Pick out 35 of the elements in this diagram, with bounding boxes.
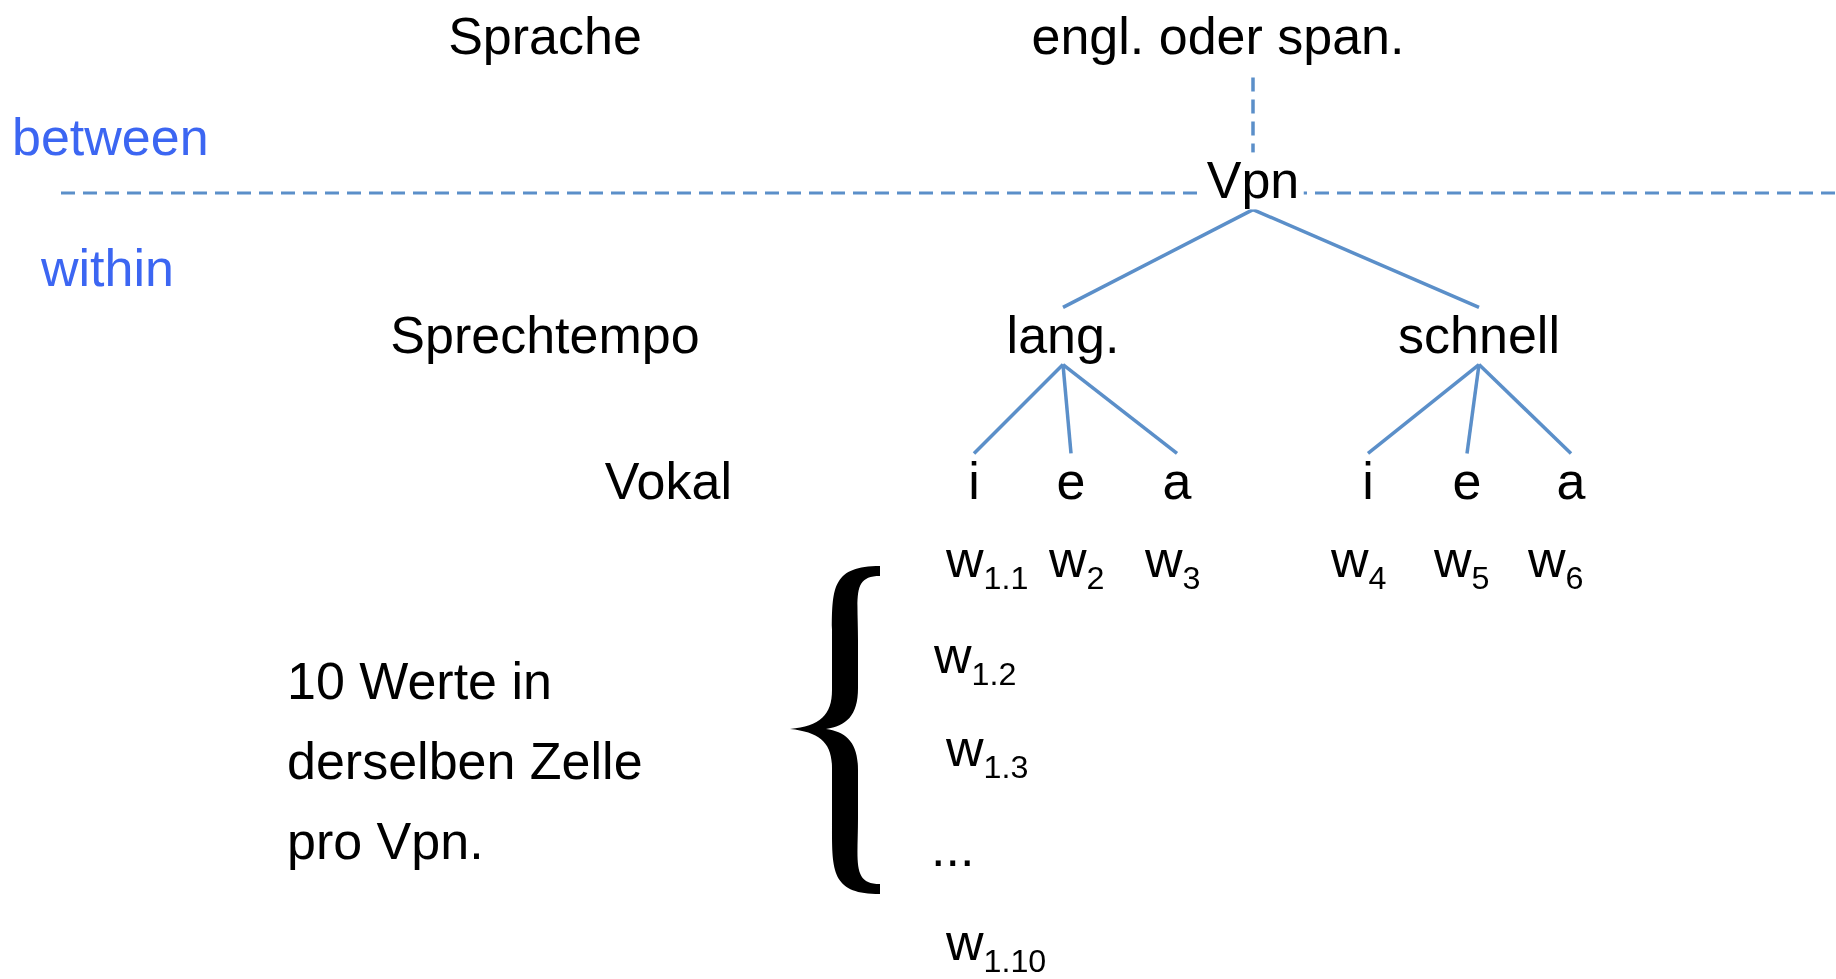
value-label: w$_{1.1}$	[946, 531, 1029, 589]
node-label: e	[1452, 453, 1482, 511]
value-label: w$_{1.10}$	[946, 914, 1047, 972]
node-label: a	[1556, 453, 1586, 511]
connector-line	[972, 363, 1065, 455]
node-label: schnell	[1398, 307, 1560, 365]
value-label: w$_{1.3}$	[946, 720, 1029, 778]
node-label: Vpn	[1202, 152, 1304, 210]
node-label: a	[1162, 453, 1192, 511]
curly-brace	[790, 566, 880, 894]
node-label: engl. oder span.	[1031, 8, 1405, 66]
connector-line	[1477, 363, 1573, 455]
note-text: 10 Werte in derselben Zelle pro Vpn.	[287, 651, 644, 872]
node-label: e	[1056, 453, 1086, 511]
node-label: i	[1362, 453, 1374, 511]
row-label: Vokal	[604, 453, 732, 511]
connector-line	[1061, 363, 1179, 455]
connector-line	[1465, 364, 1481, 454]
value-label: ...	[931, 820, 975, 878]
value-label: w$_{6}$	[1528, 531, 1584, 589]
group-label: between	[12, 109, 209, 167]
group-label: within	[41, 240, 174, 298]
connector-line	[1252, 208, 1480, 309]
value-label: w$_{3}$	[1145, 531, 1201, 589]
row-label: Sprechtempo	[390, 307, 700, 365]
value-label: w$_{4}$	[1331, 531, 1387, 589]
connector-line	[1061, 364, 1073, 454]
connector-line	[1062, 208, 1254, 309]
value-label: w$_{1.2}$	[934, 627, 1017, 685]
connector-line	[1366, 363, 1481, 455]
row-label: Sprache	[448, 8, 642, 66]
node-label: lang.	[1006, 307, 1120, 365]
value-label: w$_{5}$	[1434, 531, 1490, 589]
node-label: i	[968, 453, 980, 511]
value-label: w$_{2}$	[1049, 531, 1105, 589]
